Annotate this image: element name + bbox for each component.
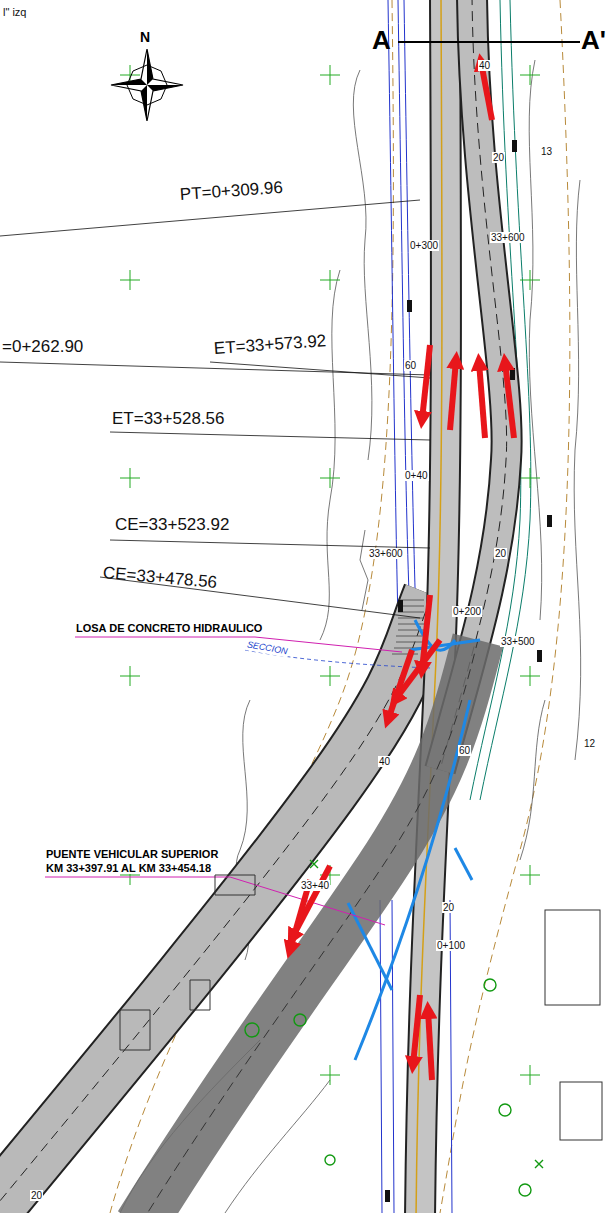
road-number: 0+40 (404, 470, 429, 481)
station-label: =0+262.90 (2, 338, 83, 357)
contour-number: 13 (540, 146, 553, 157)
road-number: 33+500 (500, 636, 536, 647)
road-number: 40 (478, 60, 491, 71)
road-number: 33+600 (490, 232, 526, 243)
traffic-arrows (290, 62, 514, 1080)
section-letter: A' (581, 26, 606, 55)
road-number: 40 (378, 756, 391, 767)
buildings (120, 875, 602, 1140)
cut-label: l" izq (2, 6, 27, 18)
markers (385, 140, 552, 1202)
callout-text: LOSA DE CONCRETO HIDRAULICO (75, 622, 263, 634)
bridge-outline (348, 620, 480, 1060)
station-label: PT=0+309.96 (179, 179, 283, 205)
callout-lines (45, 637, 402, 925)
north-letter: N (140, 30, 150, 45)
roadways (0, 0, 507, 1213)
leader-lines (0, 200, 430, 618)
road-number: 0+300 (409, 240, 439, 251)
section-label: SECCION (245, 640, 289, 657)
callout-text: PUENTE VEHICULAR SUPERIOR (45, 848, 219, 860)
station-label: ET=33+528.56 (112, 410, 224, 429)
trees (245, 860, 543, 1196)
road-number: 0+200 (452, 606, 482, 617)
road-number: 20 (492, 152, 505, 163)
road-number: 20 (30, 1190, 43, 1201)
section-letter: A (372, 26, 391, 55)
road-number: 33+40 (300, 880, 330, 891)
road-number: 0+100 (436, 940, 466, 951)
station-label: CE=33+523.92 (115, 516, 229, 535)
north-arrow (111, 49, 183, 121)
contour-number: 12 (583, 738, 596, 749)
callout-text: KM 33+397.91 AL KM 33+454.18 (45, 862, 212, 874)
road-number: 33+600 (368, 548, 404, 559)
road-number: 20 (442, 902, 455, 913)
road-number: 60 (458, 745, 471, 756)
station-label: ET=33+573.92 (213, 332, 327, 358)
station-label: CE=33+478.56 (102, 564, 218, 593)
road-number: 20 (494, 548, 507, 559)
right-of-way (110, 0, 570, 1213)
section-cut (398, 41, 580, 43)
road-number: 60 (404, 360, 417, 371)
